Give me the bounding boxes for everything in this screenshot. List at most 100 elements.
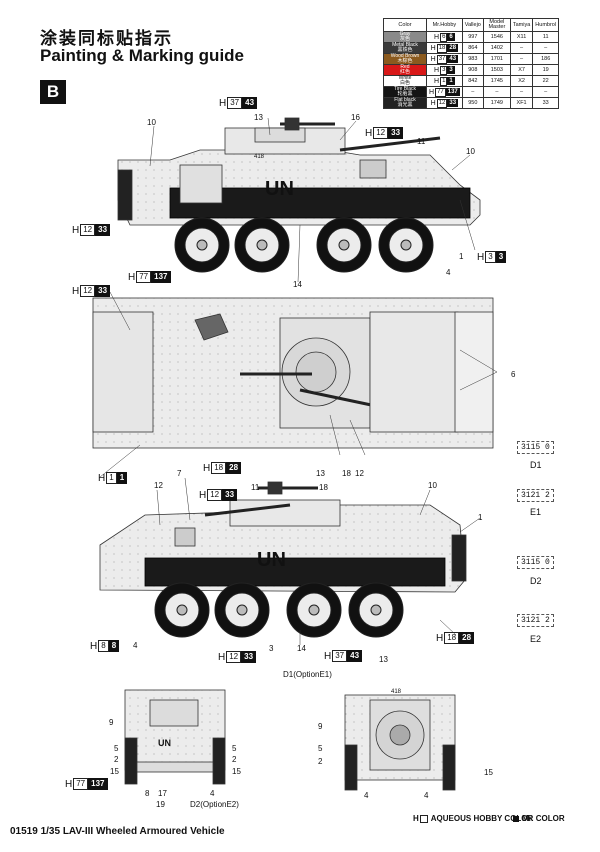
- tamiya-cell: X11: [509, 31, 534, 43]
- decal-label: E1: [530, 507, 542, 517]
- part-number: 4: [364, 791, 369, 800]
- side-mirror-icon: [117, 169, 133, 221]
- part-number: 5: [114, 744, 119, 753]
- part-number: 13: [254, 113, 263, 122]
- part-number: 2: [318, 757, 323, 766]
- part-number: 17: [158, 789, 167, 798]
- decal-label: E2: [530, 634, 542, 644]
- part-number: 7: [177, 469, 182, 478]
- part-number: 3: [269, 644, 274, 653]
- part-number: 10: [428, 481, 437, 490]
- part-number: 19: [156, 800, 165, 809]
- decal-plate: 3115 0: [517, 556, 554, 569]
- rear-view: 418: [344, 689, 456, 791]
- part-number: 4: [446, 268, 451, 277]
- wheel-set-2: [154, 582, 404, 638]
- title-chinese: 涂装同标贴指示: [40, 29, 173, 48]
- page-title: Painting & Marking guide: [40, 46, 245, 65]
- part-number: 9: [109, 718, 114, 727]
- part-number: 5: [232, 744, 237, 753]
- part-number: 11: [417, 137, 426, 146]
- humbrol-cell: 33: [532, 97, 560, 109]
- decal-plate: 3115 0: [517, 441, 554, 454]
- part-number: 4: [210, 789, 215, 798]
- part-number: 12: [355, 469, 364, 478]
- part-number: 6: [511, 370, 516, 379]
- side-view-left: UN: [99, 481, 467, 593]
- decal-label: D2: [530, 576, 542, 586]
- tail-number: 418: [254, 154, 265, 160]
- un-marking: UN: [265, 178, 294, 200]
- part-number: 1: [478, 513, 483, 522]
- part-number: 14: [293, 280, 302, 289]
- leader-lines: [99, 117, 498, 645]
- part-number: 15: [232, 767, 241, 776]
- part-number: 18: [319, 483, 328, 492]
- part-number: 12: [154, 481, 163, 490]
- front-view: UN: [124, 689, 226, 785]
- wheel-set-1: [174, 217, 434, 273]
- part-number: 2: [232, 755, 237, 764]
- decal-plate: 3121 2: [517, 489, 554, 502]
- legend-aqueous: H AQUEOUS HOBBY COLOR: [413, 814, 534, 823]
- decal-plate: 3121 2: [517, 614, 554, 627]
- part-number: 16: [351, 113, 360, 122]
- legend-mr-color: Mr. COLOR: [513, 814, 565, 823]
- color-table-header: Color Mr.Hobby Vallejo Model Master Tami…: [383, 18, 560, 32]
- part-number: 13: [379, 655, 388, 664]
- sheet-letter-badge: B: [40, 80, 66, 104]
- footer-kit-title: 01519 1/35 LAV-III Wheeled Armoured Vehi…: [10, 826, 225, 837]
- tail-number: 418: [391, 689, 402, 695]
- color-table: Color Mr.Hobby Vallejo Model Master Tami…: [383, 18, 560, 109]
- part-number: 8: [145, 789, 150, 798]
- part-number: 5: [318, 744, 323, 753]
- part-number: 4: [424, 791, 429, 800]
- part-number: 10: [147, 118, 156, 127]
- part-number: 2: [114, 755, 119, 764]
- top-view: [92, 297, 494, 449]
- tamiya-cell: XF1: [509, 97, 534, 109]
- vallejo-cell: 950: [461, 97, 484, 109]
- part-number: 15: [484, 768, 493, 777]
- side-view-right: UN 418: [117, 117, 481, 226]
- un-marking-small: UN: [158, 738, 171, 748]
- side-mirror-icon: [451, 534, 467, 582]
- part-number: 11: [251, 483, 260, 492]
- part-number: 1: [459, 252, 464, 261]
- part-number: 4: [133, 641, 138, 650]
- option-label: D1(OptionE1): [283, 670, 332, 679]
- decal-label: D1: [530, 460, 542, 470]
- un-marking: UN: [257, 549, 286, 571]
- part-number: 10: [466, 147, 475, 156]
- part-number: 14: [297, 644, 306, 653]
- vallejo-cell: 908: [461, 64, 484, 76]
- col-header: Humbrol: [532, 18, 560, 32]
- part-number: 13: [316, 469, 325, 478]
- part-number: 15: [110, 767, 119, 776]
- part-number: 18: [342, 469, 351, 478]
- part-number: 9: [318, 722, 323, 731]
